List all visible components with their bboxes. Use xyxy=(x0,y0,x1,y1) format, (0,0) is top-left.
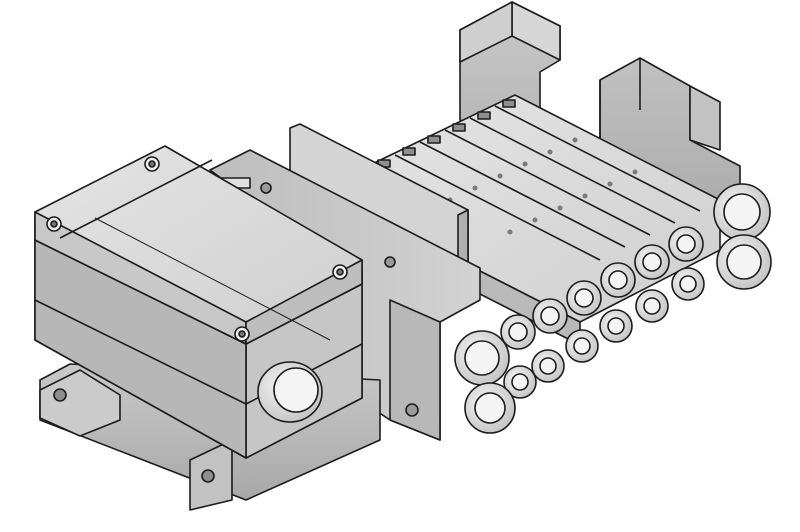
port-fitting-icon xyxy=(565,329,599,363)
port-fitting-icon xyxy=(531,349,565,383)
fitting-ports-bottom-row xyxy=(503,267,705,399)
supply-fitting-icon xyxy=(716,234,772,290)
fitting-ports-top-row xyxy=(500,226,704,350)
port-fitting-icon xyxy=(635,289,669,323)
port-fitting-icon xyxy=(600,262,636,298)
port-fitting-icon xyxy=(532,298,568,334)
port-fitting-icon xyxy=(668,226,704,262)
connector-box xyxy=(34,145,381,511)
port-fitting-icon xyxy=(566,280,602,316)
port-fitting-icon xyxy=(671,267,705,301)
supply-fitting-icon xyxy=(454,330,510,386)
port-fitting-icon xyxy=(599,309,633,343)
supply-fitting-icon xyxy=(464,382,516,434)
supply-fitting-icon xyxy=(713,183,771,241)
port-fitting-icon xyxy=(634,244,670,280)
supply-fittings xyxy=(454,183,772,434)
port-fitting-icon xyxy=(503,365,537,399)
cable-port-icon xyxy=(257,361,323,423)
port-fitting-icon xyxy=(500,314,536,350)
